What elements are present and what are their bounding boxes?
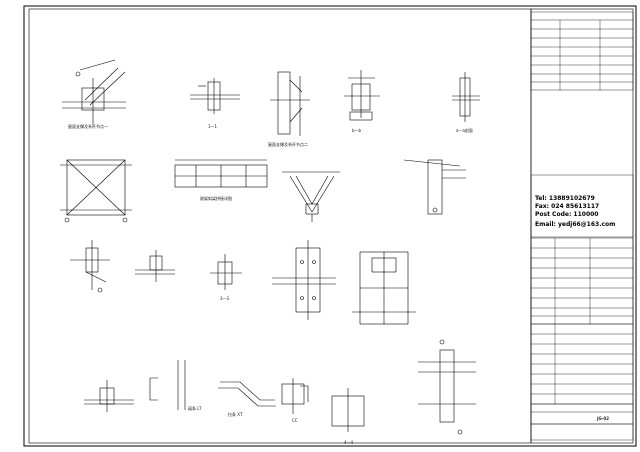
detail-brace-node-1: 屋面支撑及系杆节点一 xyxy=(62,59,126,129)
detail-v-brace xyxy=(282,171,340,222)
title-block: Tel: 13889102679 Fax: 024 85613117 Post … xyxy=(530,8,634,444)
svg-text:a—a剖面: a—a剖面 xyxy=(456,127,473,133)
detail-truss-elevation: 刚架斜梁拼接详图 xyxy=(174,159,268,201)
detail-column-beam-node xyxy=(403,159,466,215)
detail-haunch-node xyxy=(84,380,134,412)
label-section-cc: CC xyxy=(292,418,298,423)
contact-email: Email: yedj66@163.com xyxy=(535,221,615,228)
detail-column-base-elevation xyxy=(352,251,416,325)
detail-section-cc: CC xyxy=(281,378,309,423)
contact-tel: Tel: 13889102679 xyxy=(535,195,595,202)
drawing-area: 屋面支撑及系杆节点一 1—1 屋面支撑及系杆节点二 b—b xyxy=(60,59,480,445)
contact-postcode: Post Code: 110000 xyxy=(535,211,598,218)
detail-section-b-b: b—b xyxy=(344,70,380,133)
svg-text:屋面支撑及系杆节点二: 屋面支撑及系杆节点二 xyxy=(268,141,308,147)
svg-text:刚架斜梁拼接详图: 刚架斜梁拼接详图 xyxy=(200,195,232,201)
label-section-3-3: 3—3 xyxy=(220,296,230,301)
label-section-1-1: 1—1 xyxy=(208,124,218,129)
detail-section-a-a: a—a剖面 xyxy=(452,72,480,133)
detail-beam-column-joint xyxy=(418,339,476,435)
label-section-b-b: b—b xyxy=(352,128,362,133)
detail-stair-stringer: 拉条 XT xyxy=(218,381,276,417)
svg-text:檩条 LT: 檩条 LT xyxy=(188,405,202,411)
svg-text:屋面支撑及系杆节点一: 屋面支撑及系杆节点一 xyxy=(68,123,108,129)
detail-gutter-support xyxy=(135,250,175,282)
contact-fax: Fax: 024 85613117 xyxy=(535,203,599,210)
detail-cold-formed-channel: 檩条 LT xyxy=(149,360,202,411)
svg-text:拉条 XT: 拉条 XT xyxy=(228,411,243,417)
detail-brace-node-2: 屋面支撑及系杆节点二 xyxy=(268,71,310,147)
drawing-frame xyxy=(28,8,532,444)
detail-bracing-panel xyxy=(60,159,132,223)
detail-section-3-3: 3—3 xyxy=(210,254,242,301)
detail-column-splice xyxy=(272,240,336,320)
detail-section-4-4: 4—4 xyxy=(331,388,365,445)
label-section-4-4: 4—4 xyxy=(344,440,354,445)
drawing-code: JG-02 xyxy=(596,416,609,421)
detail-purlin-support xyxy=(70,240,110,293)
sheet-border xyxy=(23,5,637,447)
detail-section-1-1: 1—1 xyxy=(190,78,240,129)
